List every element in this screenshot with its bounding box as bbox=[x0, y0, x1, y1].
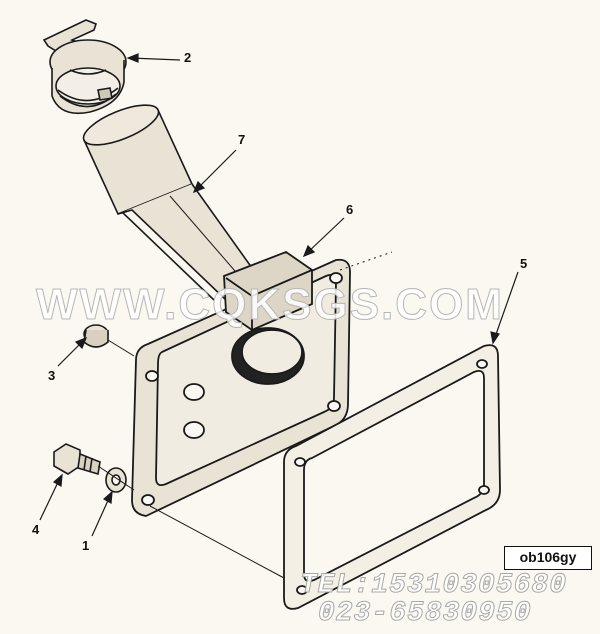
filler-cap bbox=[42, 19, 127, 115]
callout-7: 7 bbox=[238, 132, 246, 147]
diagram-code: ob106gy bbox=[504, 546, 592, 570]
gasket bbox=[283, 344, 501, 610]
callout-6: 6 bbox=[346, 202, 354, 217]
contact-phone: 023-65830950 bbox=[318, 598, 532, 630]
leader-lines bbox=[39, 53, 519, 537]
contact-tel: TEL:15310305680 bbox=[299, 570, 568, 602]
assembly-lines bbox=[97, 251, 393, 579]
cap-screw bbox=[53, 443, 101, 476]
watermark-url: WWW.CQKSGS.COM bbox=[36, 280, 504, 330]
filler-tube bbox=[82, 104, 264, 301]
callout-2: 2 bbox=[184, 50, 192, 65]
callout-3: 3 bbox=[48, 368, 56, 383]
callout-4: 4 bbox=[32, 522, 40, 537]
callout-5: 5 bbox=[520, 256, 528, 271]
callout-1: 1 bbox=[82, 538, 90, 553]
washer bbox=[105, 467, 127, 493]
access-cover bbox=[131, 250, 351, 517]
